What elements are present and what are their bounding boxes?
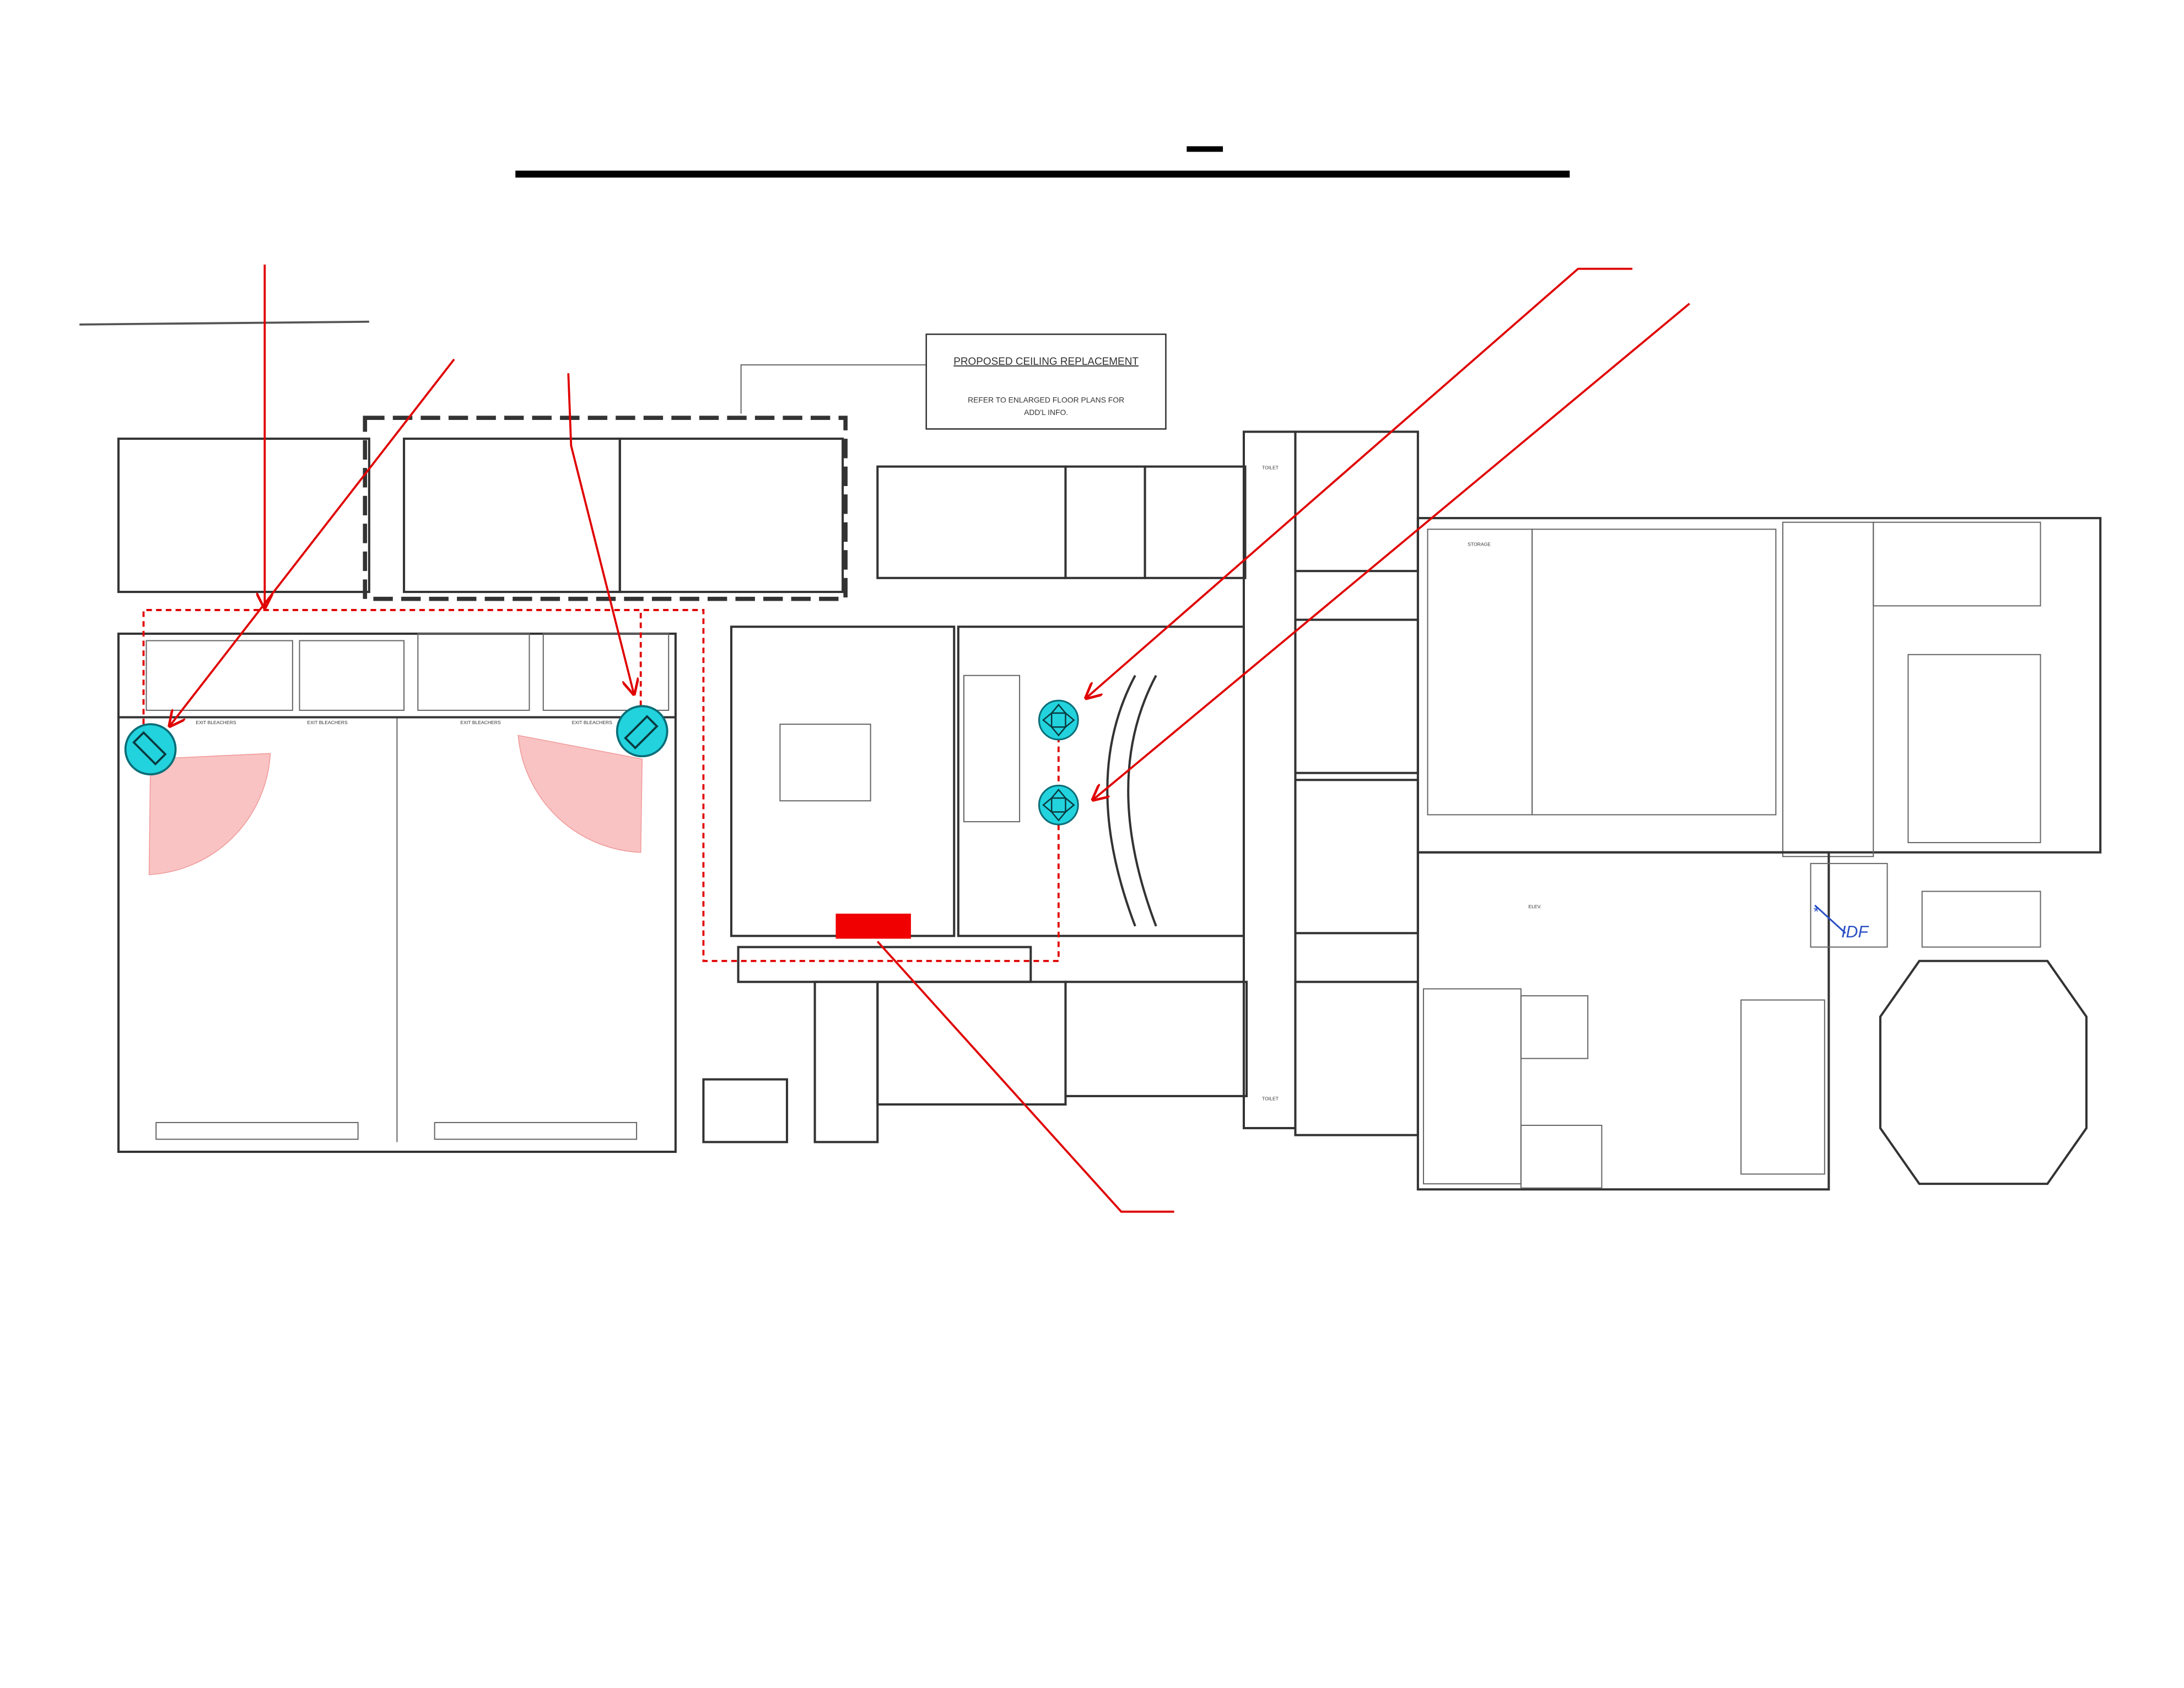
access-point-icon[interactable]	[1038, 784, 1079, 826]
room-label-exit-bleachers: EXIT BLEACHERS	[196, 720, 236, 725]
camera-icon[interactable]	[616, 705, 668, 758]
room-label-exit-bleachers: EXIT BLEACHERS	[572, 720, 613, 725]
room-label-elev: ELEV.	[1528, 904, 1541, 909]
ceiling-replacement-callout: PROPOSED CEILING REPLACEMENT REFER TO EN…	[740, 333, 1167, 430]
camera-coverage-area	[148, 753, 271, 875]
camera-icon[interactable]	[124, 723, 177, 776]
camera-coverage-area	[517, 735, 643, 853]
room-label-storage: STORAGE	[1468, 542, 1491, 547]
room-label-exit-bleachers: EXIT BLEACHERS	[307, 720, 348, 725]
idf-star-icon: *	[1814, 904, 1819, 920]
room-label-toilet: TOILET	[1262, 1096, 1279, 1102]
network-rack	[835, 913, 911, 939]
building-walls	[117, 416, 2102, 1191]
cable-route	[142, 609, 1060, 962]
callout-note: REFER TO ENLARGED FLOOR PLANS FOR	[968, 395, 1124, 404]
callout-title: PROPOSED CEILING REPLACEMENT	[953, 356, 1139, 368]
room-label-toilet: TOILET	[1262, 465, 1279, 471]
callout-note-2: ADD'L INFO.	[1024, 408, 1068, 417]
access-point-icon[interactable]	[1038, 699, 1079, 741]
room-label-exit-bleachers: EXIT BLEACHERS	[460, 720, 501, 725]
header-rule	[79, 320, 369, 326]
annotation-leaders	[170, 265, 1690, 1213]
idf-annotation: * IDF	[1814, 904, 1869, 941]
idf-label: IDF	[1841, 923, 1869, 941]
